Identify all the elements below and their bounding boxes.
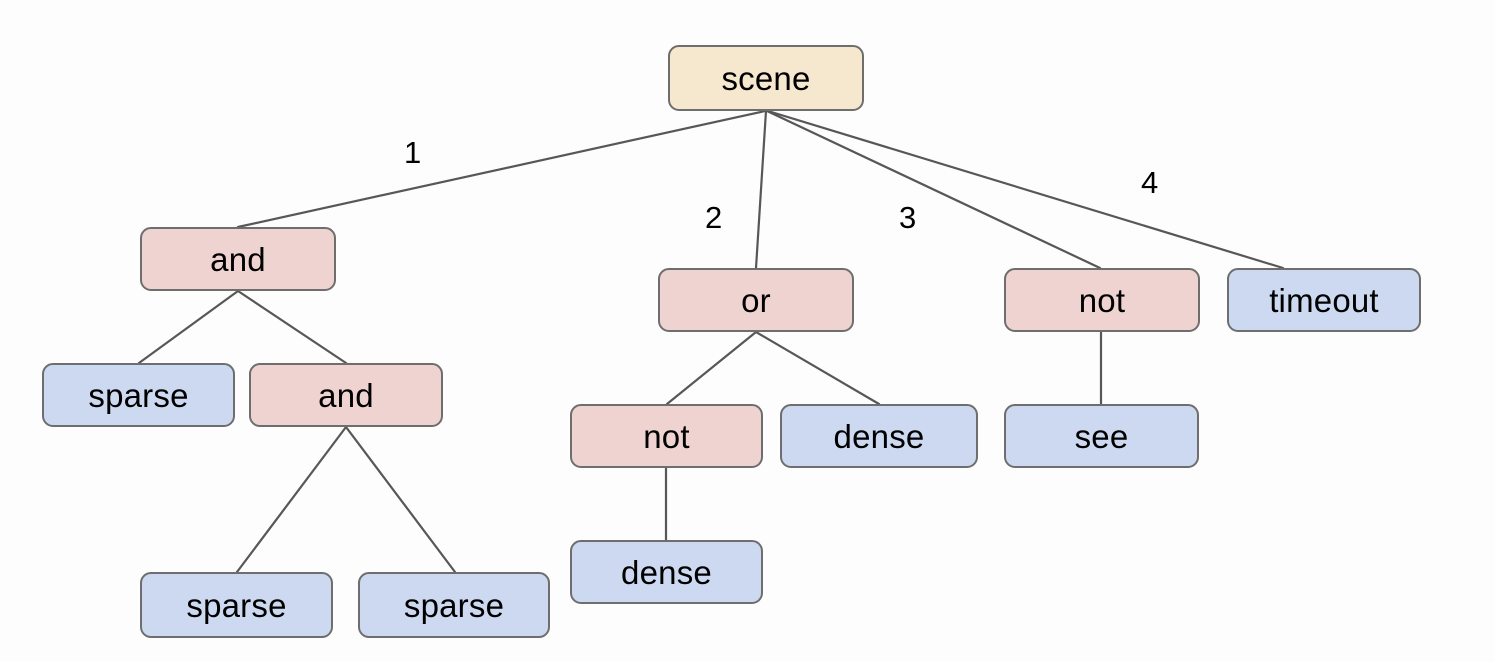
edge-label-3: 3 bbox=[899, 200, 917, 235]
tree-node-label: not bbox=[1078, 281, 1126, 319]
tree-node-label: dense bbox=[833, 417, 925, 455]
tree-node-label: sparse bbox=[88, 376, 189, 414]
edge-label-2: 2 bbox=[705, 200, 723, 235]
tree-node-label: or bbox=[741, 281, 771, 319]
tree-node-scene[interactable]: scene bbox=[668, 45, 864, 111]
tree-edge-and1-to-and2 bbox=[236, 289, 348, 365]
tree-node-label: sparse bbox=[403, 586, 505, 624]
tree-node-or1[interactable]: or bbox=[658, 268, 854, 332]
tree-edge-scene-to-and1 bbox=[236, 109, 767, 229]
tree-node-label: sparse bbox=[186, 586, 287, 624]
tree-node-label: and bbox=[210, 240, 266, 278]
tree-node-timeout1[interactable]: timeout bbox=[1227, 268, 1421, 332]
tree-node-not1[interactable]: not bbox=[1004, 268, 1200, 332]
tree-edge-scene-to-or1 bbox=[754, 109, 768, 270]
edge-label-1: 1 bbox=[404, 135, 422, 170]
tree-node-not2[interactable]: not bbox=[570, 404, 763, 468]
tree-node-label: dense bbox=[621, 553, 712, 591]
tree-edge-scene-to-timeout1 bbox=[766, 109, 1285, 270]
tree-node-label: see bbox=[1074, 417, 1129, 455]
tree-node-label: timeout bbox=[1269, 281, 1379, 319]
tree-node-and2[interactable]: and bbox=[249, 363, 443, 427]
tree-node-label: not bbox=[643, 417, 690, 455]
tree-node-sparse2[interactable]: sparse bbox=[140, 572, 333, 638]
edge-label-4: 4 bbox=[1141, 165, 1159, 200]
tree-node-label: and bbox=[318, 376, 374, 414]
tree-edge-scene-to-not1 bbox=[765, 109, 1102, 270]
tree-node-dense1[interactable]: dense bbox=[780, 404, 978, 468]
tree-node-see1[interactable]: see bbox=[1004, 404, 1199, 468]
tree-node-sparse3[interactable]: sparse bbox=[358, 572, 550, 638]
tree-node-sparse1[interactable]: sparse bbox=[42, 363, 235, 427]
tree-edge-or1-to-dense1 bbox=[754, 330, 881, 406]
tree-node-dense2[interactable]: dense bbox=[570, 540, 763, 604]
tree-edge-or1-to-not2 bbox=[665, 330, 758, 406]
tree-edge-and2-to-sparse2 bbox=[235, 425, 348, 574]
tree-node-and1[interactable]: and bbox=[140, 227, 336, 291]
tree-edge-and1-to-sparse1 bbox=[137, 289, 240, 365]
tree-node-label: scene bbox=[721, 59, 811, 97]
tree-edge-and2-to-sparse3 bbox=[344, 425, 457, 574]
